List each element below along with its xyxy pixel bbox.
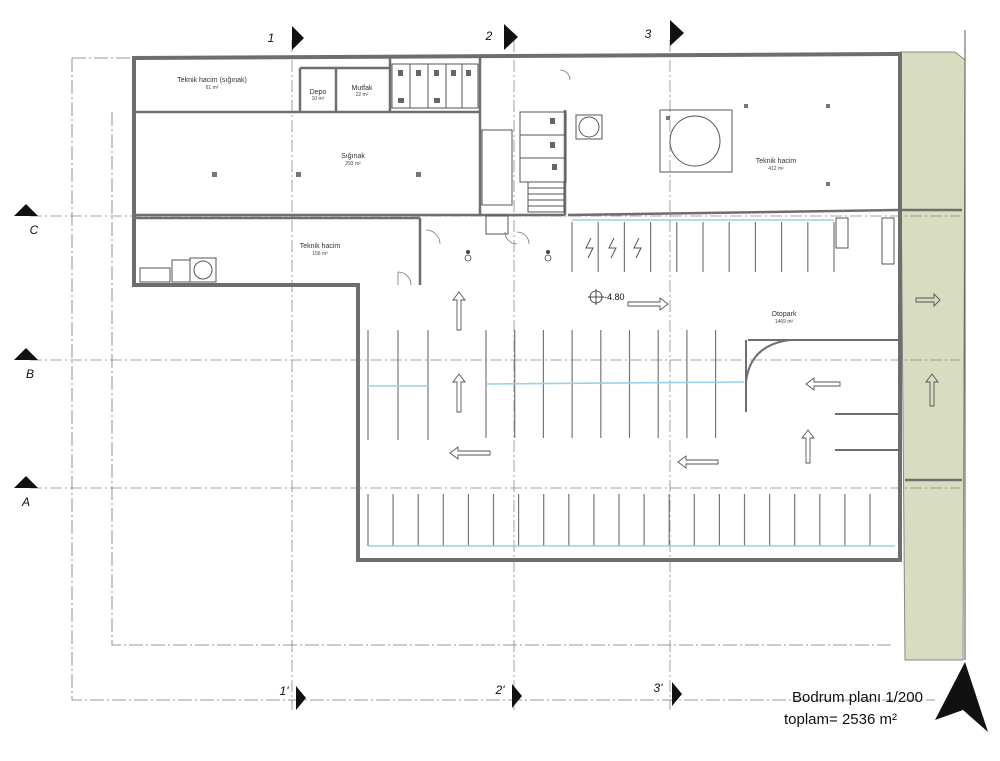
north-arrow-icon: [935, 662, 988, 732]
svg-text:1: 1: [268, 31, 275, 45]
room-area-depo: 10 m²: [312, 96, 325, 102]
wheelchair-icon: [544, 250, 552, 262]
structural-columns: [212, 104, 830, 186]
room-label-teknik-mid: Teknik hacim: [300, 243, 341, 250]
plan-total-area: toplam= 2536 m²: [784, 711, 897, 728]
plan-title: Bodrum planı 1/200: [792, 689, 923, 706]
grid-marker-left-a: A: [14, 476, 38, 509]
room-area-otopark: 1469 m²: [775, 319, 794, 325]
room-label-otopark: Otopark: [772, 311, 797, 318]
svg-text:3: 3: [645, 27, 652, 41]
svg-text:B: B: [26, 367, 34, 381]
room-area-siginak: 293 m²: [345, 161, 361, 167]
room-area-teknik-right: 412 m²: [768, 166, 784, 172]
grid-marker-top-1: 1: [268, 26, 304, 50]
interior-walls: [134, 58, 962, 482]
svg-text:C: C: [30, 223, 39, 237]
svg-text:3': 3': [654, 681, 664, 695]
parking-blue-lines: [368, 219, 895, 547]
room-area-mutfak: 22 m²: [356, 92, 369, 98]
room-label-teknik-siginak: Teknik hacim (sığınak): [177, 77, 247, 84]
grid-marker-bottom-3: 3': [654, 681, 682, 706]
svg-text:2: 2: [485, 29, 493, 43]
doors: [397, 69, 571, 286]
sanitary-fixtures: [398, 70, 557, 170]
room-area-teknik-siginak: 61 m²: [206, 85, 219, 91]
wc-core: [391, 63, 567, 235]
level-mark-text: -4.80: [604, 292, 625, 302]
grid-marker-bottom-1: 1': [280, 684, 306, 710]
grid-marker-left-b: B: [14, 348, 38, 381]
svg-text:1': 1': [280, 684, 290, 698]
room-label-teknik-right: Teknik hacim: [756, 158, 797, 165]
level-mark: -4.80: [588, 289, 625, 305]
grid-marker-top-3: 3: [645, 20, 684, 46]
machinery: [139, 109, 895, 283]
circulation-arrows: [449, 291, 941, 469]
room-area-teknik-mid: 156 m²: [312, 251, 328, 257]
parking-stalls: [367, 222, 871, 546]
grid-marker-top-2: 2: [485, 24, 518, 50]
grid-marker-bottom-2: 2': [495, 683, 522, 708]
room-label-mutfak: Mutfak: [351, 85, 373, 92]
site-boundary: [71, 57, 935, 701]
ev-charging-icon: [585, 237, 642, 259]
site-strip: [899, 51, 966, 661]
svg-text:A: A: [21, 495, 30, 509]
wheelchair-icon: [464, 250, 472, 262]
svg-text:2': 2': [495, 683, 506, 697]
grid-axes: [30, 40, 960, 710]
grid-marker-left-c: C: [14, 204, 39, 237]
room-label-siginak: Sığınak: [341, 153, 365, 160]
room-label-depo: Depo: [310, 89, 327, 96]
ramp: [745, 339, 901, 451]
exterior-walls: [132, 51, 902, 562]
